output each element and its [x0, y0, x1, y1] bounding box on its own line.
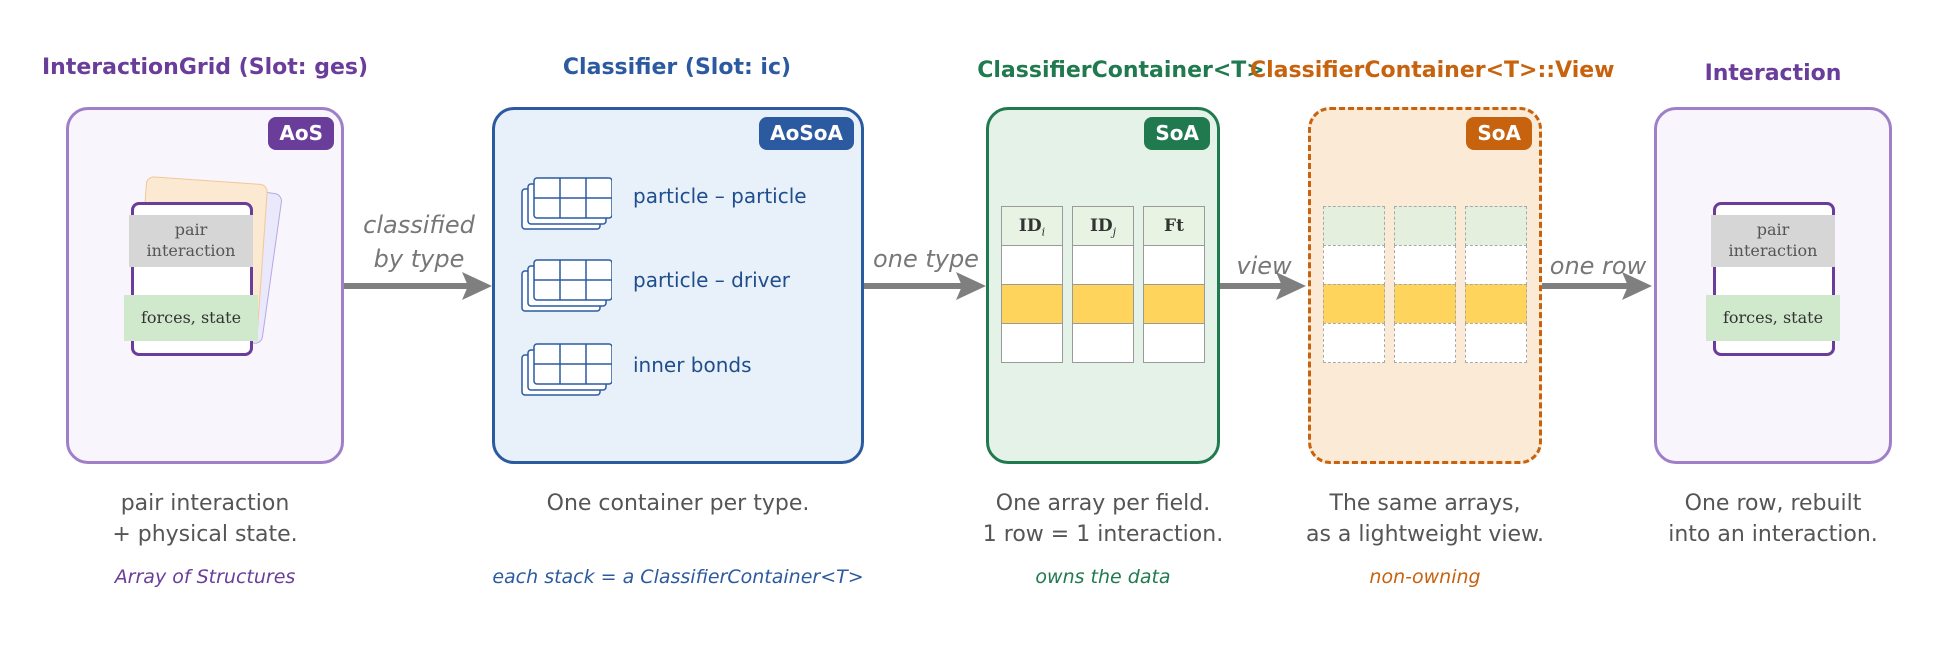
arrow-one-row-label: one row	[1549, 252, 1647, 280]
arrow-one-row	[1542, 272, 1652, 300]
container-desc-1: One array per field.	[995, 491, 1211, 516]
stack-icon-inner-bonds	[521, 343, 612, 396]
view-column-1-header	[1323, 206, 1385, 246]
view-column-3-header	[1465, 206, 1527, 246]
view-desc-1: The same arrays,	[1329, 491, 1521, 516]
column-1-row-3	[1001, 323, 1063, 363]
interaction-desc-2: into an interaction.	[1668, 522, 1878, 547]
column-header-ft: Ft	[1143, 206, 1205, 246]
interaction-panel: pair interaction forces, state	[1654, 107, 1892, 464]
arrow-classified	[344, 272, 492, 300]
column-header-label: Ft	[1164, 216, 1184, 236]
pair-interaction-box: pair interaction	[1711, 215, 1835, 267]
column-header-label: ID	[1018, 216, 1042, 236]
arrow-classified-label-1: classified	[363, 211, 475, 239]
view-column-1-row-2	[1323, 284, 1385, 324]
arrow-classified-label-2: by type	[373, 245, 465, 273]
arrow-view	[1220, 272, 1306, 300]
interaction-grid-title: InteractionGrid (Slot: ges)	[41, 55, 369, 80]
container-desc-2: 1 row = 1 interaction.	[982, 522, 1224, 547]
view-column-2-row-1	[1394, 245, 1456, 285]
column-2-row-1	[1072, 245, 1134, 285]
stack-label-particle-particle: particle – particle	[633, 184, 807, 208]
arrow-one-type-label: one type	[873, 245, 979, 273]
aosoa-badge: AoSoA	[759, 117, 854, 150]
column-header-subscript: i	[1041, 225, 1046, 239]
column-3-row-3	[1143, 323, 1205, 363]
stack-icon-particle-particle	[521, 177, 612, 230]
column-1-row-2	[1001, 284, 1063, 324]
column-header-id-j: IDj	[1072, 206, 1134, 246]
arrow-one-type	[864, 272, 986, 300]
interaction-grid-desc-2: + physical state.	[112, 522, 298, 547]
classifier-desc: One container per type.	[546, 491, 810, 516]
arrow-view-label: view	[1236, 252, 1292, 280]
interaction-card: pair interaction forces, state	[124, 202, 258, 356]
column-2-row-2	[1072, 284, 1134, 324]
forces-state-box: forces, state	[124, 295, 258, 341]
interaction-grid-note: Array of Structures	[114, 566, 296, 588]
view-column-1-row-3	[1323, 323, 1385, 363]
stack-label-inner-bonds: inner bonds	[633, 353, 752, 377]
container-soa-badge: SoA	[1144, 117, 1210, 150]
view-column-3-row-1	[1465, 245, 1527, 285]
interaction-title: Interaction	[1704, 61, 1842, 86]
stack-label-particle-driver: particle – driver	[633, 268, 790, 292]
view-column-3-row-2	[1465, 284, 1527, 324]
column-2-row-3	[1072, 323, 1134, 363]
column-header-subscript: j	[1112, 225, 1117, 239]
container-title: ClassifierContainer<T>	[977, 58, 1265, 83]
view-column-1-row-1	[1323, 245, 1385, 285]
view-column-2-row-2	[1394, 284, 1456, 324]
interaction-grid-desc-1: pair interaction	[120, 491, 290, 516]
view-soa-badge: SoA	[1466, 117, 1532, 150]
container-note: owns the data	[1035, 566, 1171, 588]
column-3-row-1	[1143, 245, 1205, 285]
column-1-row-1	[1001, 245, 1063, 285]
view-desc-2: as a lightweight view.	[1306, 522, 1544, 547]
column-3-row-2	[1143, 284, 1205, 324]
pair-interaction-box: pair interaction	[129, 215, 253, 267]
view-column-3-row-3	[1465, 323, 1527, 363]
classifier-title: Classifier (Slot: ic)	[562, 55, 792, 80]
stack-icon-particle-driver	[521, 259, 612, 312]
classifier-note: each stack = a ClassifierContainer<T>	[492, 566, 864, 588]
view-note: non-owning	[1369, 566, 1481, 588]
interaction-desc-1: One row, rebuilt	[1684, 491, 1862, 516]
interaction-grid-panel: AoS pair interaction forces, state	[66, 107, 344, 464]
view-column-2-row-3	[1394, 323, 1456, 363]
column-header-id-i: IDi	[1001, 206, 1063, 246]
column-header-label: ID	[1089, 216, 1113, 236]
aos-badge: AoS	[268, 117, 334, 150]
interaction-card-rebuilt: pair interaction forces, state	[1706, 202, 1840, 356]
forces-state-box: forces, state	[1706, 295, 1840, 341]
view-title: ClassifierContainer<T>::View	[1250, 58, 1615, 83]
view-column-2-header	[1394, 206, 1456, 246]
